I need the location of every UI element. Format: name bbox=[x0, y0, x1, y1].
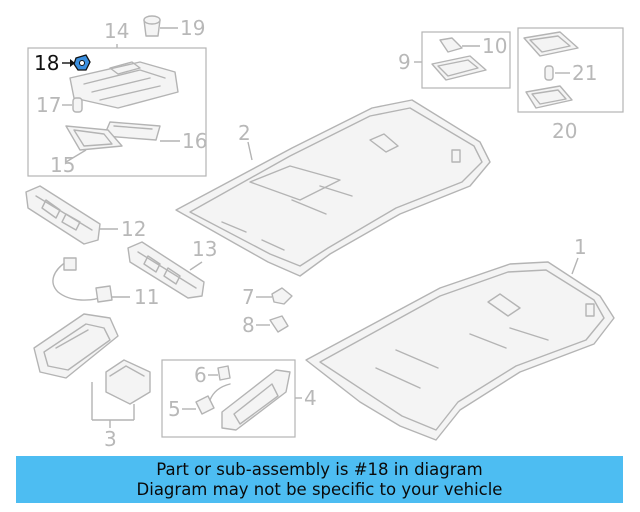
callout-11: 11 bbox=[134, 285, 159, 309]
part-2-headliner bbox=[175, 99, 491, 277]
callout-16: 16 bbox=[182, 129, 207, 153]
callout-7: 7 bbox=[242, 285, 255, 309]
callout-12: 12 bbox=[121, 217, 146, 241]
callout-5: 5 bbox=[168, 397, 181, 421]
callout-8: 8 bbox=[242, 313, 255, 337]
callout-3: 3 bbox=[104, 427, 117, 451]
part-group-14 bbox=[27, 44, 207, 177]
part-1-headliner bbox=[305, 257, 615, 441]
part-group-20 bbox=[517, 27, 624, 113]
callout-6: 6 bbox=[194, 363, 207, 387]
part-11-harness bbox=[52, 257, 130, 303]
callout-2: 2 bbox=[238, 121, 251, 145]
part-18-clip bbox=[73, 54, 91, 71]
callout-14: 14 bbox=[104, 19, 129, 43]
callout-9: 9 bbox=[398, 50, 411, 74]
callout-10: 10 bbox=[482, 34, 507, 58]
callout-18: 18 bbox=[34, 51, 59, 75]
callout-19: 19 bbox=[180, 16, 205, 40]
part-group-9 bbox=[414, 31, 511, 89]
callout-1: 1 bbox=[574, 235, 587, 259]
banner-line-2: Diagram may not be specific to your vehi… bbox=[136, 479, 503, 499]
part-19 bbox=[143, 15, 178, 37]
callout-17: 17 bbox=[36, 93, 61, 117]
callout-20: 20 bbox=[552, 119, 577, 143]
part-13 bbox=[127, 241, 205, 299]
part-12 bbox=[25, 185, 118, 245]
callout-13: 13 bbox=[192, 237, 217, 261]
part-7-8-clips bbox=[256, 287, 293, 333]
part-group-4 bbox=[161, 359, 302, 438]
banner-line-1: Part or sub-assembly is #18 in diagram bbox=[156, 459, 483, 479]
part-3 bbox=[33, 313, 151, 428]
parts-diagram: 1 2 3 4 5 6 7 8 9 10 11 12 13 14 15 16 1… bbox=[25, 15, 624, 451]
callout-15: 15 bbox=[50, 153, 75, 177]
info-banner: Part or sub-assembly is #18 in diagram D… bbox=[16, 456, 623, 503]
callout-4: 4 bbox=[304, 386, 317, 410]
callout-21: 21 bbox=[572, 61, 597, 85]
